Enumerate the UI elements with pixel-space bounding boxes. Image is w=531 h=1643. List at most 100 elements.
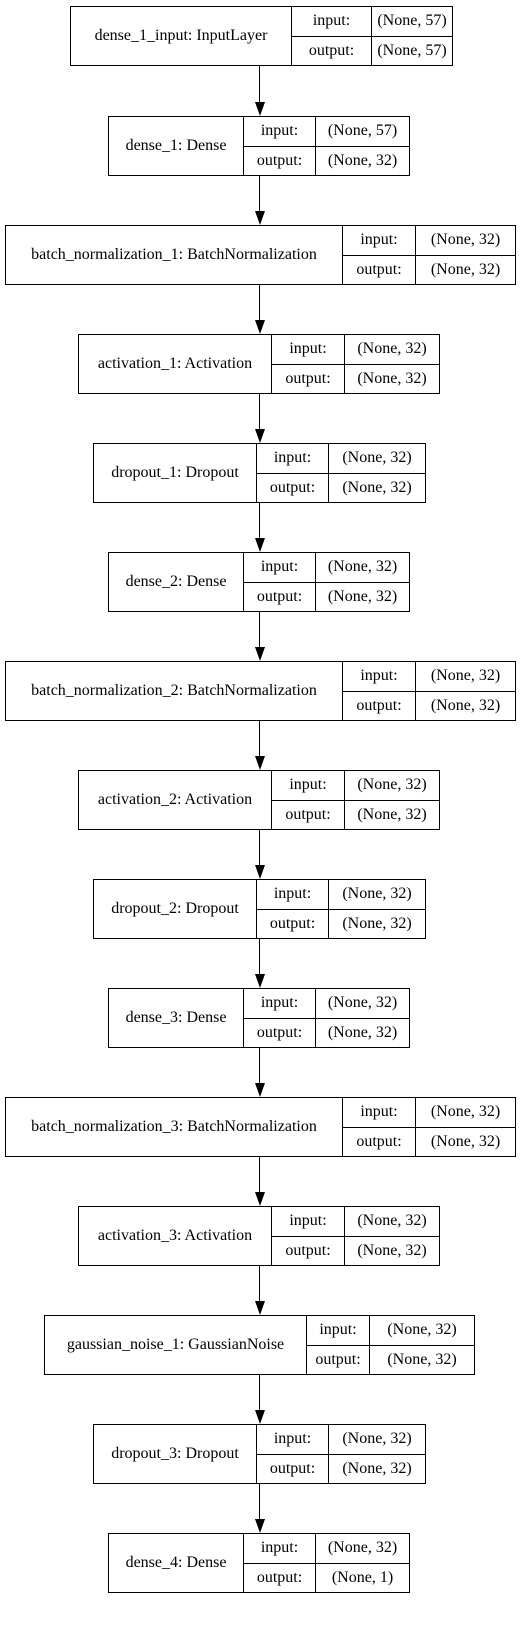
output-label: output: [285, 1241, 331, 1259]
edge-line [259, 1048, 261, 1083]
input-shape: (None, 32) [329, 880, 425, 910]
edge-line [259, 1375, 261, 1410]
output-label: output: [256, 1568, 303, 1586]
arrowhead-icon [254, 865, 265, 879]
arrowhead-icon [254, 647, 265, 661]
output-label: output: [256, 1023, 303, 1041]
input-shape: (None, 32) [316, 1534, 409, 1564]
input-label: input: [244, 553, 315, 583]
layer-name: activation_2: Activation [79, 771, 272, 829]
output-shape: (None, 32) [387, 1350, 457, 1368]
shape-values: (None, 32)(None, 32) [416, 226, 515, 284]
input-label: input: [244, 1534, 315, 1564]
arrowhead-icon [254, 1519, 265, 1533]
port-labels: input: output: [244, 989, 316, 1047]
input-shape: (None, 32) [316, 553, 409, 583]
input-label: input: [257, 1425, 328, 1455]
input-label: input: [292, 7, 371, 37]
output-label: output: [285, 369, 331, 387]
port-labels: input:output: [257, 1425, 329, 1483]
edge-line [259, 285, 261, 320]
layer-name: dropout_1: Dropout [94, 444, 257, 502]
arrowhead-icon [254, 1192, 265, 1206]
input-label: input: [272, 771, 344, 801]
output-label: output: [269, 478, 316, 496]
edge-line [259, 176, 261, 211]
layer-name: batch_normalization_1: BatchNormalizatio… [6, 226, 343, 284]
layer-name: batch_normalization_2: BatchNormalizatio… [6, 662, 343, 720]
layer-name: dropout_2: Dropout [94, 880, 257, 938]
edge-line [259, 721, 261, 756]
input-label: input: [257, 444, 328, 474]
port-labels: input:output: [343, 662, 416, 720]
port-labels: input:output: [292, 7, 372, 65]
input-shape: (None, 32) [370, 1316, 474, 1346]
output-label: output: [256, 151, 303, 169]
edge-line [259, 939, 261, 974]
shape-values: (None, 57) (None, 32) [316, 117, 409, 175]
shape-values: (None, 32)(None, 32) [329, 444, 425, 502]
output-shape: (None, 32) [357, 369, 427, 387]
input-label: input: [244, 989, 315, 1019]
layer-name: batch_normalization_3: BatchNormalizatio… [6, 1098, 343, 1156]
input-label: input: [307, 1316, 369, 1346]
output-label: output: [285, 805, 331, 823]
input-label: input: [257, 880, 328, 910]
output-shape: (None, 32) [430, 260, 501, 278]
port-labels: input:output: [343, 226, 416, 284]
shape-values: (None, 57)(None, 57) [372, 7, 452, 65]
shape-values: (None, 32)(None, 32) [329, 880, 425, 938]
shape-values: (None, 32) (None, 32) [329, 1425, 425, 1483]
output-shape: (None, 32) [327, 151, 398, 169]
shape-values: (None, 32)(None, 32) [416, 662, 515, 720]
shape-values: (None, 32) (None, 32) [345, 335, 439, 393]
output-label: output: [356, 260, 402, 278]
port-labels: input: output: [257, 880, 329, 938]
input-shape: (None, 32) [345, 1207, 439, 1237]
input-label: input: [244, 117, 315, 147]
output-shape: (None, 32) [430, 1132, 501, 1150]
shape-values: (None, 32)(None, 32) [316, 553, 409, 611]
port-labels: input: output: [272, 335, 345, 393]
layer-name: activation_1: Activation [79, 335, 272, 393]
layer-node-batch-normalization-3: batch_normalization_3: BatchNormalizatio… [5, 1097, 516, 1157]
input-shape: (None, 32) [345, 335, 439, 365]
port-labels: input:output: [272, 1207, 345, 1265]
arrowhead-icon [254, 538, 265, 552]
arrowhead-icon [254, 102, 265, 116]
input-shape: (None, 57) [316, 117, 409, 147]
input-shape: (None, 32) [345, 771, 439, 801]
output-label: output: [256, 587, 303, 605]
layer-name: dropout_3: Dropout [94, 1425, 257, 1483]
edge-line [259, 1157, 261, 1192]
layer-name: dense_4: Dense [109, 1534, 244, 1592]
output-shape: (None, 32) [327, 1023, 398, 1041]
arrowhead-icon [254, 211, 265, 225]
input-shape: (None, 57) [372, 7, 452, 37]
port-labels: input: output: [257, 444, 329, 502]
input-label: input: [343, 662, 415, 692]
input-shape: (None, 32) [416, 662, 515, 692]
arrowhead-icon [254, 1083, 265, 1097]
port-labels: input:output: [343, 1098, 416, 1156]
input-label: input: [272, 335, 344, 365]
output-shape: (None, 1) [331, 1568, 394, 1586]
port-labels: input: output: [244, 553, 316, 611]
layer-name: activation_3: Activation [79, 1207, 272, 1265]
input-shape: (None, 32) [329, 1425, 425, 1455]
output-shape: (None, 32) [342, 1459, 412, 1477]
output-label: output: [356, 1132, 402, 1150]
edge-line [259, 66, 261, 102]
output-shape: (None, 32) [357, 1241, 427, 1259]
output-label: output: [269, 914, 316, 932]
port-labels: input:output: [307, 1316, 370, 1374]
